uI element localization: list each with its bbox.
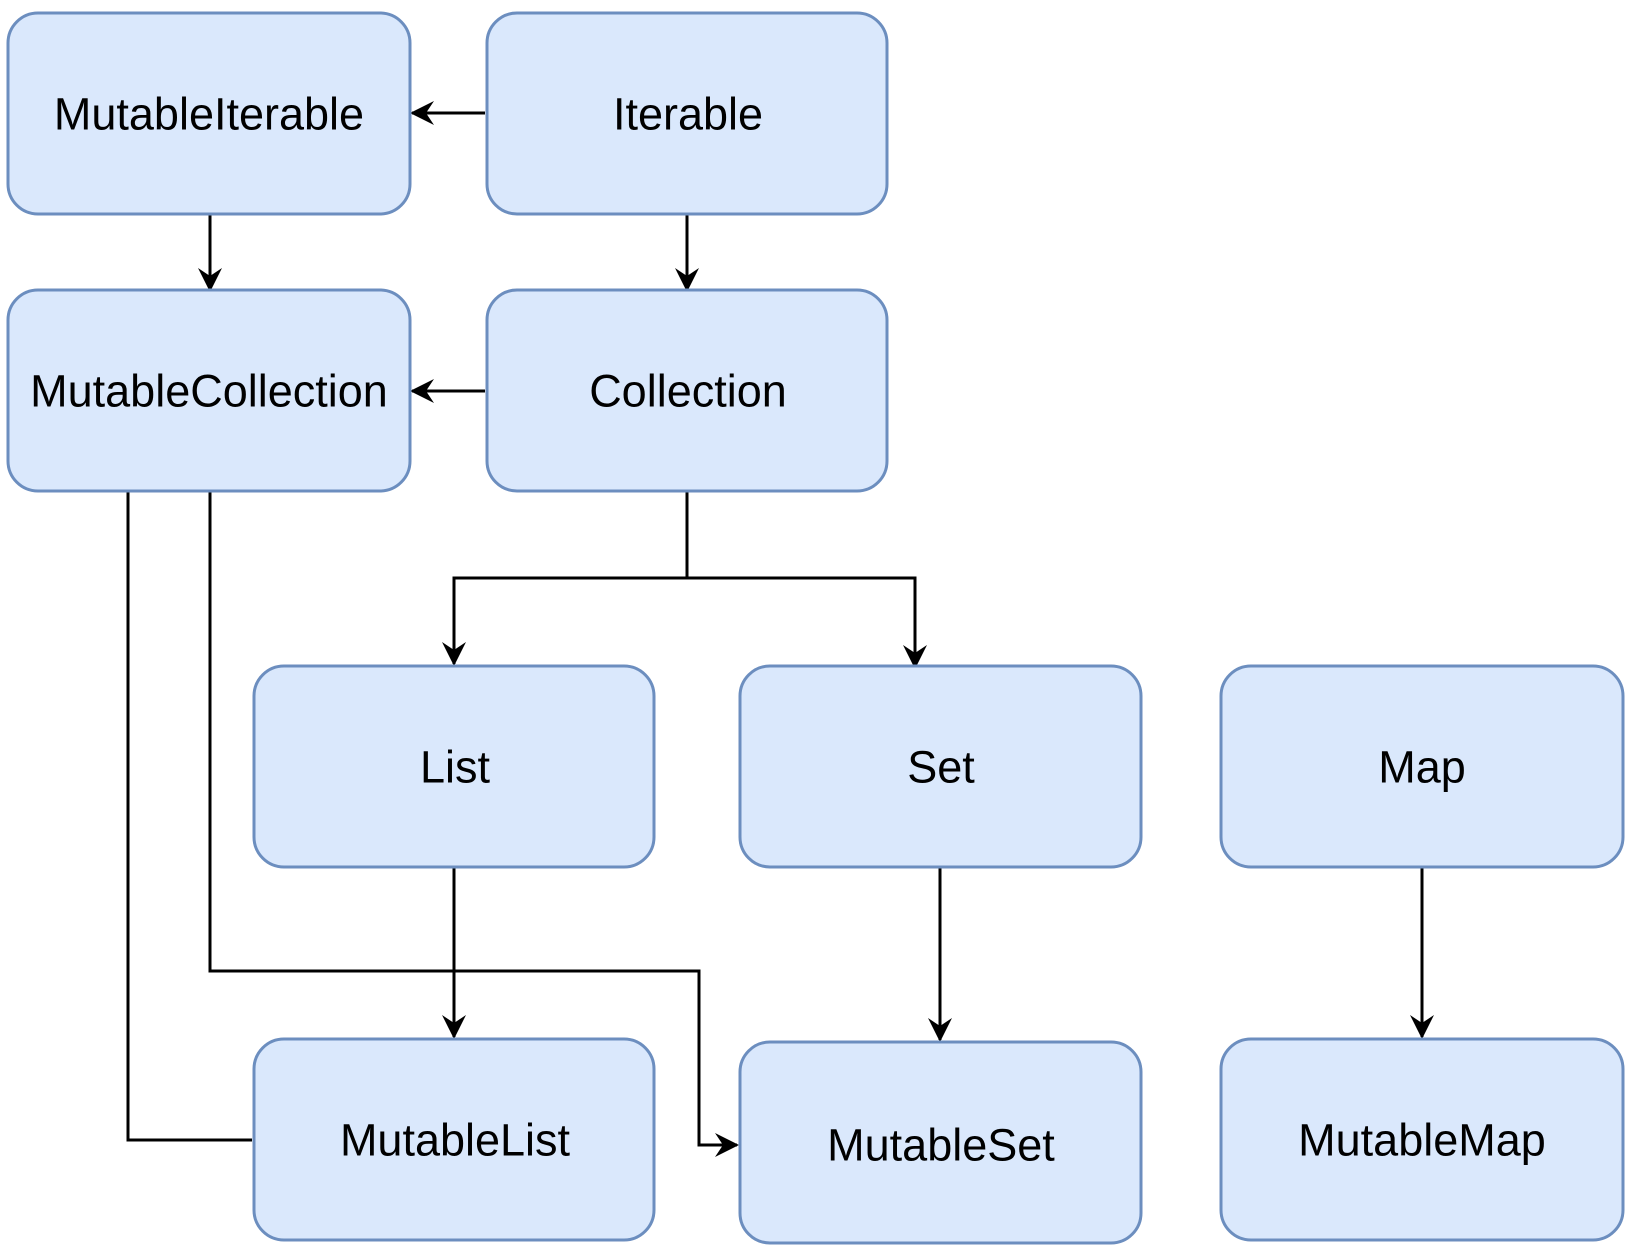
node-label-mutable-set: MutableSet [827, 1120, 1055, 1171]
edges [126, 101, 1434, 1157]
node-label-list: List [420, 742, 491, 793]
node-mutable-set: MutableSet [738, 1040, 1143, 1245]
node-mutable-collection: MutableCollection [6, 288, 412, 493]
edge-mutable-collection-to-mutable-set [208, 491, 739, 1157]
node-label-mutable-list: MutableList [340, 1115, 571, 1166]
node-iterable: Iterable [485, 11, 889, 216]
node-label-mutable-collection: MutableCollection [30, 366, 388, 417]
node-collection: Collection [485, 288, 889, 493]
node-label-collection: Collection [589, 366, 787, 417]
node-list: List [252, 664, 656, 869]
node-mutable-list: MutableList [252, 1037, 656, 1242]
node-label-iterable: Iterable [613, 89, 763, 140]
node-label-map: Map [1378, 742, 1466, 793]
node-map: Map [1219, 664, 1625, 869]
edge-collection-to-set [687, 576, 927, 669]
node-label-mutable-iterable: MutableIterable [54, 89, 364, 140]
edge-mutable-collection-to-mutable-list [126, 491, 252, 1142]
node-mutable-map: MutableMap [1219, 1037, 1625, 1242]
edge-collection-to-list [442, 491, 689, 666]
node-label-mutable-map: MutableMap [1298, 1115, 1546, 1166]
node-mutable-iterable: MutableIterable [6, 11, 412, 216]
node-set: Set [738, 664, 1143, 869]
node-label-set: Set [907, 742, 975, 793]
